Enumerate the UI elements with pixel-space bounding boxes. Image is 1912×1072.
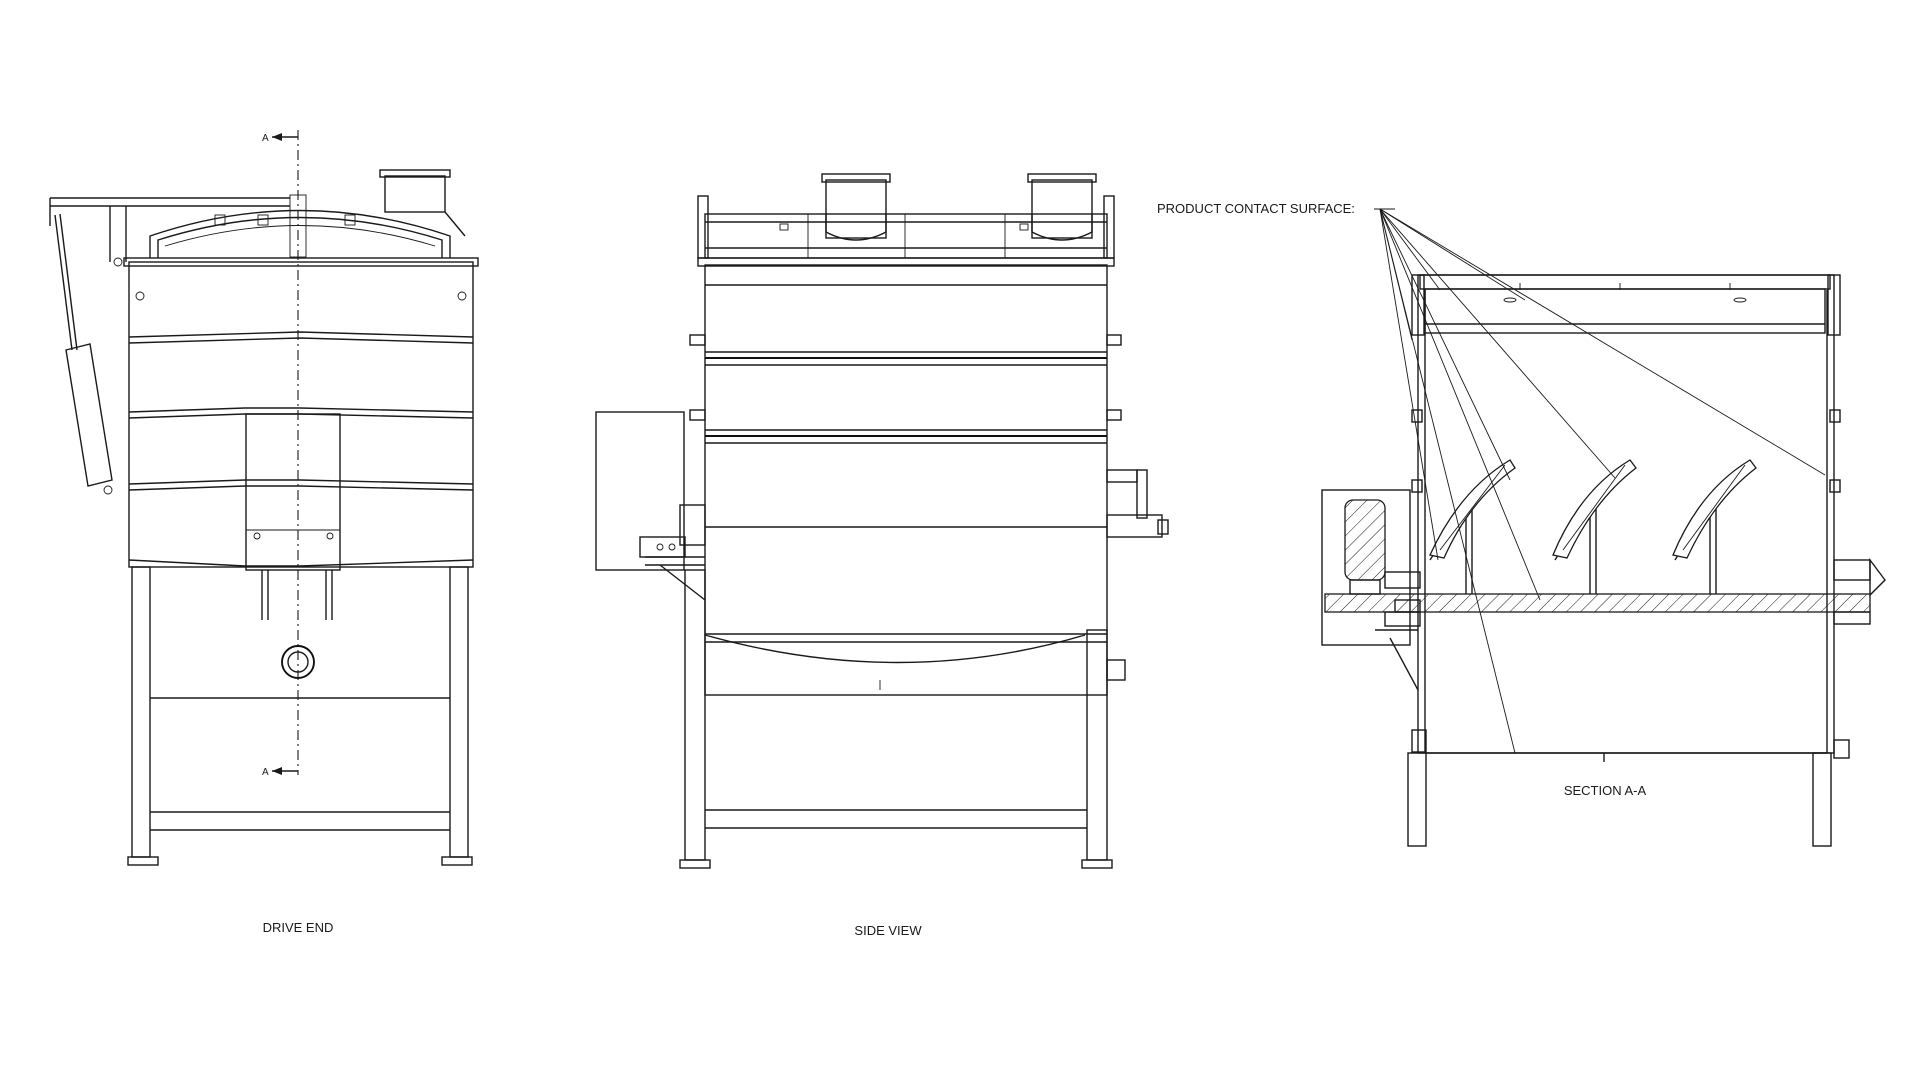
section-aa-view — [1321, 208, 1886, 847]
drive-end-view: A A — [49, 130, 479, 866]
ribbon-blade-2 — [1552, 459, 1637, 559]
section-vessel — [1417, 274, 1835, 754]
ribbon-blade-1 — [1429, 459, 1516, 559]
side-view-bearing-right — [1106, 514, 1163, 538]
side-outlet-left — [825, 179, 887, 239]
ribbon-blade-3 — [1672, 459, 1757, 559]
control-box — [595, 411, 685, 571]
drive-guard — [245, 413, 341, 571]
side-view-leg-right — [1086, 629, 1108, 861]
hydraulic-cylinder — [65, 343, 113, 487]
section-gear-motor — [1344, 499, 1386, 581]
side-view-leg-left — [684, 569, 706, 861]
section-bearing-right — [1833, 559, 1871, 581]
drive-end-body — [128, 261, 474, 568]
label-side-view: SIDE VIEW — [854, 923, 922, 938]
section-drive-housing — [1321, 489, 1411, 646]
section-mark-top: A — [262, 133, 269, 144]
drive-end-leg-right — [449, 566, 469, 858]
drive-end-leg-left — [131, 566, 151, 858]
drive-end-outlet — [384, 175, 446, 213]
section-agitator-shaft — [1324, 593, 1871, 613]
section-leg-left — [1407, 752, 1427, 847]
hydraulic-rod — [54, 214, 73, 351]
side-view-lid — [704, 213, 1108, 259]
section-mark-bottom: A — [262, 767, 269, 778]
label-product-contact: PRODUCT CONTACT SURFACE: — [1157, 201, 1355, 216]
side-view-body — [704, 264, 1108, 696]
section-lid — [1419, 274, 1831, 290]
label-section-aa: SECTION A-A — [1564, 783, 1647, 798]
drive-end-lid — [149, 209, 451, 258]
section-leg-right — [1812, 752, 1832, 847]
label-drive-end: DRIVE END — [263, 920, 334, 935]
side-outlet-right — [1031, 179, 1093, 239]
product-contact-leaders — [1374, 208, 1826, 754]
side-view — [595, 173, 1169, 869]
drive-end-band-1 — [128, 331, 474, 338]
